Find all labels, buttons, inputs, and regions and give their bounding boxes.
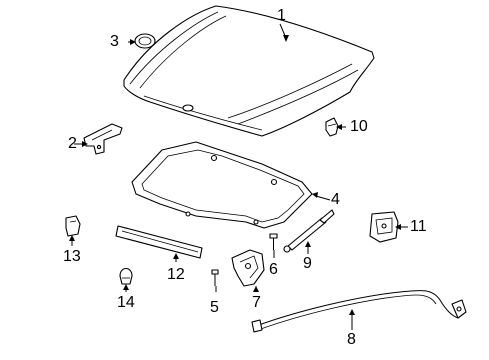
callout-9: 9 xyxy=(303,255,312,272)
support-strut xyxy=(283,209,335,253)
emblem xyxy=(134,33,156,49)
callout-13: 13 xyxy=(63,248,81,265)
callout-2: 2 xyxy=(68,135,77,152)
callout-8: 8 xyxy=(347,331,356,348)
callout-1: 1 xyxy=(277,7,286,24)
callout-6: 6 xyxy=(269,261,278,278)
callout-12: 12 xyxy=(167,266,185,283)
hinge-bracket xyxy=(83,123,123,155)
release-cable xyxy=(251,289,467,333)
clip xyxy=(65,215,81,237)
seal-strip xyxy=(115,225,203,259)
callout-5: 5 xyxy=(210,299,219,316)
leader-lines xyxy=(69,23,408,330)
bolt-6 xyxy=(269,233,278,250)
hood-latch xyxy=(369,211,399,243)
release-handle xyxy=(231,249,265,287)
callout-14: 14 xyxy=(117,294,135,311)
callout-7: 7 xyxy=(252,294,261,311)
callout-4: 4 xyxy=(331,191,340,208)
hood-panel xyxy=(123,5,375,137)
callout-10: 10 xyxy=(350,118,368,135)
callout-3: 3 xyxy=(110,33,119,50)
retainer xyxy=(119,267,133,285)
insulator-pad xyxy=(131,141,313,229)
bumper-stop xyxy=(325,117,339,137)
callout-11: 11 xyxy=(410,218,427,235)
screw-5 xyxy=(211,269,219,286)
